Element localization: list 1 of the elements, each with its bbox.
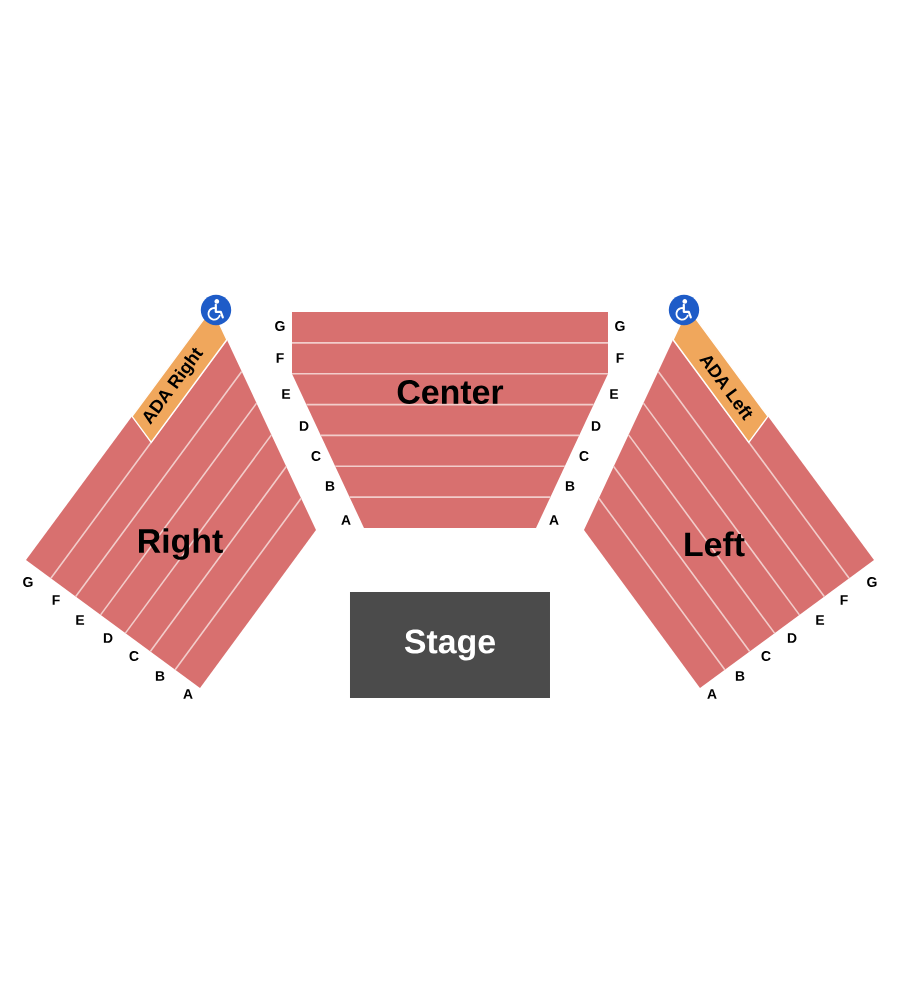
stage-box: Stage	[350, 592, 550, 698]
